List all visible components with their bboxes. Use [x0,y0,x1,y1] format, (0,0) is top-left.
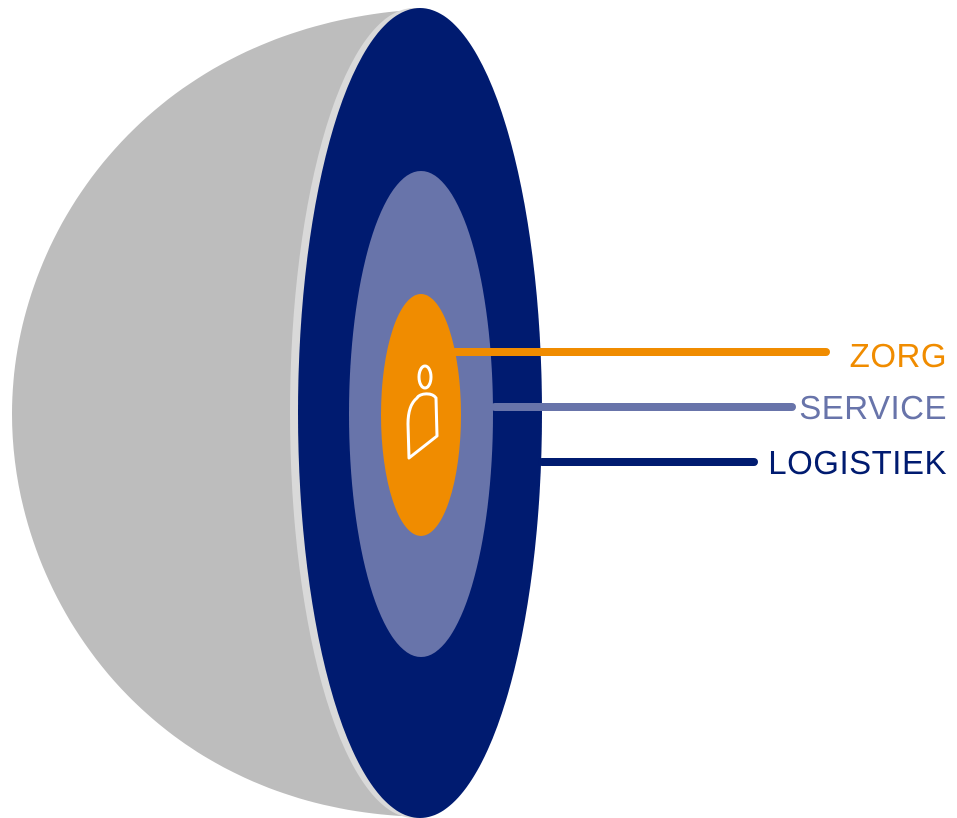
label-service: SERVICE [799,389,947,426]
layer-zorg [381,294,461,536]
label-logistiek: LOGISTIEK [768,444,947,481]
person-icon [406,364,439,460]
label-zorg: ZORG [849,337,947,374]
